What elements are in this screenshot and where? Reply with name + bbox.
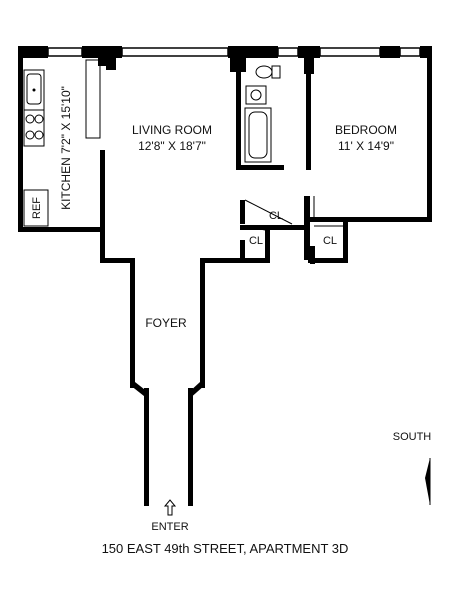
exterior-walls [18, 46, 432, 264]
bathroom-fixtures [244, 65, 281, 163]
ref-label: REF [31, 197, 43, 219]
living-room-dims: 12'8" X 18'7" [138, 139, 206, 153]
living-room-name: LIVING ROOM [132, 123, 212, 137]
closet-label-1: CL [269, 210, 283, 222]
bedroom-dims: 11' X 14'9" [338, 139, 394, 153]
foyer-label: FOYER [145, 316, 187, 330]
interior-walls [98, 58, 348, 262]
kitchen-label: KITCHEN 7'2" X 15'10" [59, 86, 73, 210]
enter-arrow-icon [163, 499, 177, 516]
address-caption: 150 EAST 49th STREET, APARTMENT 3D [102, 541, 349, 556]
bedroom-name: BEDROOM [335, 123, 397, 137]
foyer-corridor [130, 258, 205, 506]
enter-label: ENTER [151, 521, 188, 533]
doors [244, 196, 343, 231]
compass-arrow-icon [425, 458, 431, 505]
compass-label: SOUTH [393, 431, 432, 443]
closet-label-3: CL [323, 235, 337, 247]
kitchen-fixtures [23, 59, 101, 227]
closet-label-2: CL [249, 235, 263, 247]
